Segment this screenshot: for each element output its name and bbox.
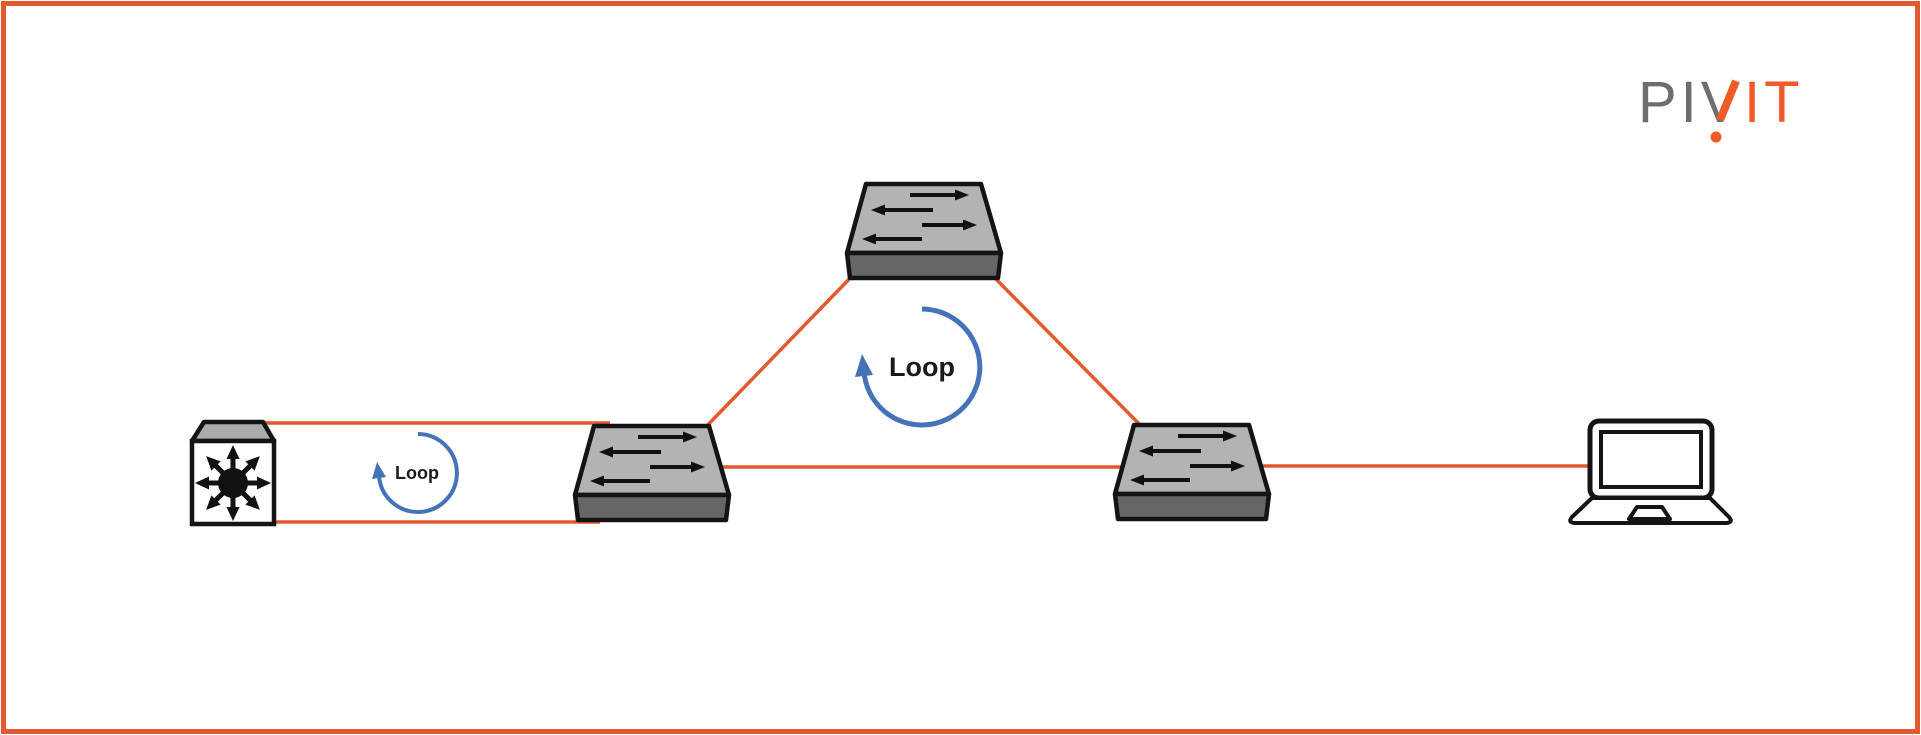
link-switchb-switchc <box>986 269 1152 437</box>
logo-text-orange: IT <box>1744 70 1804 135</box>
switch-a-icon <box>575 426 729 520</box>
loop-label-top: Loop <box>889 352 955 382</box>
loop-label-left: Loop <box>395 463 439 483</box>
loop-arrowhead-top <box>855 354 873 377</box>
switch-c-icon <box>1115 425 1269 519</box>
logo-text-gray: PIV <box>1638 70 1744 135</box>
link-switcha-switchb <box>696 269 859 437</box>
logo-slash <box>1716 79 1740 122</box>
loop-indicator-left: Loop <box>372 432 459 514</box>
loop-arrow-top <box>861 306 983 428</box>
logo-exclamation-dot <box>1710 131 1722 143</box>
multilayer-switch-icon <box>189 419 277 527</box>
loop-arrow-left <box>377 432 459 514</box>
starburst-arrows-icon <box>195 445 271 521</box>
loop-indicator-top: Loop <box>855 306 983 428</box>
switch-b-icon <box>847 184 1001 278</box>
pivit-logo: PIV IT <box>1638 70 1804 143</box>
loop-arrowhead-left <box>372 462 386 479</box>
links-layer <box>260 269 1593 524</box>
laptop-icon <box>1568 418 1733 525</box>
